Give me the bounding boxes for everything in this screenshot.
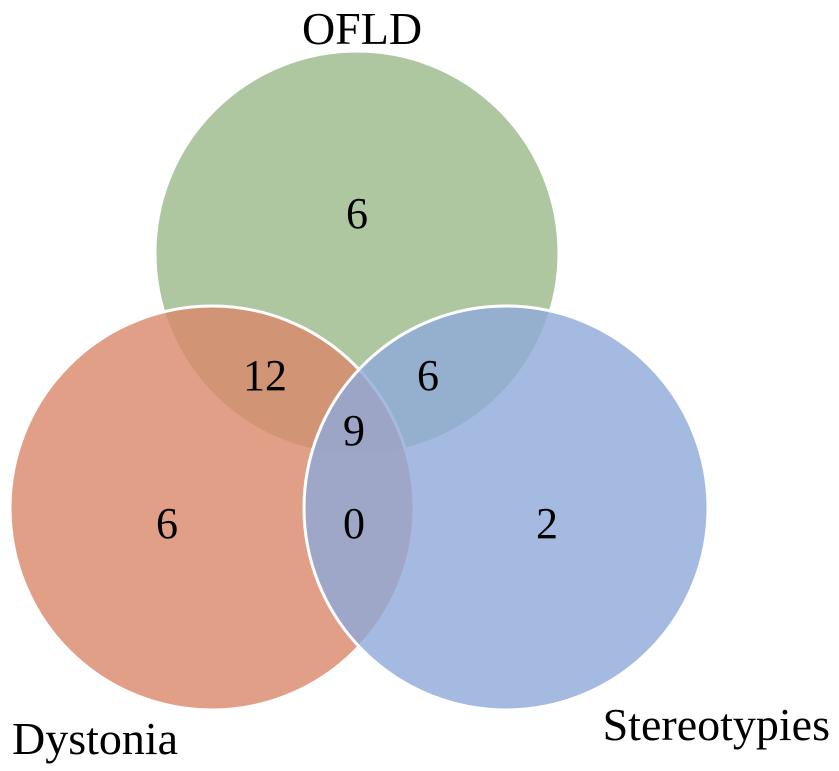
set-label-dystonia: Dystonia [12,713,178,764]
set-label-stereotypies: Stereotypies [603,699,830,750]
count-ofld-only: 6 [346,189,368,238]
count-dystonia-stereotypies: 0 [343,499,365,548]
count-all-three: 9 [343,406,365,455]
count-stereotypies-only: 2 [536,499,558,548]
count-ofld-dystonia: 12 [243,351,287,400]
circle-stereotypies [302,304,710,712]
set-label-ofld: OFLD [302,3,422,54]
count-dystonia-only: 6 [156,499,178,548]
count-ofld-stereotypies: 6 [417,351,439,400]
